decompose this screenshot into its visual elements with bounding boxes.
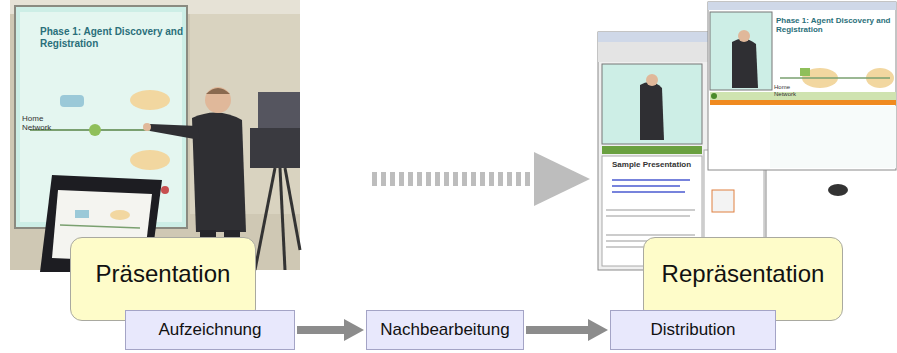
node-label: Präsentation	[96, 260, 231, 287]
process-box: Nachbearbeitung	[366, 310, 524, 350]
dotted-arrow	[372, 152, 590, 206]
flow-arrow	[526, 319, 608, 341]
stage-box: Präsentation	[70, 237, 256, 321]
slide-title: Phase 1: Agent Discovery and Registratio…	[776, 16, 892, 34]
node-label: Aufzeichnung	[158, 320, 261, 340]
slide-note: Home Network	[22, 114, 62, 132]
slide-title: Phase 1: Agent Discovery and Registratio…	[40, 26, 190, 49]
node-label: Nachbearbeitung	[380, 320, 509, 340]
screenshot	[598, 2, 896, 270]
stage-box: Repräsentation	[643, 237, 843, 321]
flow-arrow	[297, 319, 364, 341]
process-box: Aufzeichnung	[125, 310, 295, 350]
slide-note: Home Network	[774, 84, 804, 98]
node-label: Distribution	[650, 320, 735, 340]
node-label: Repräsentation	[662, 260, 825, 287]
presenter-photo	[10, 0, 300, 272]
page-heading: Sample Presentation	[612, 160, 700, 169]
process-box: Distribution	[610, 310, 776, 350]
